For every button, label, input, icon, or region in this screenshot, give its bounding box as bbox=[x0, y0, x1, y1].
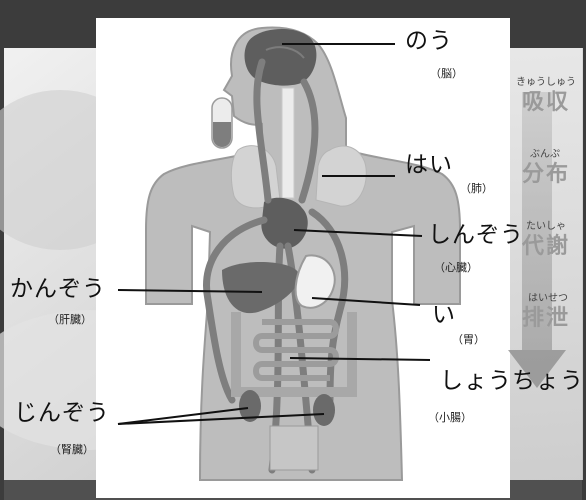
process-excretion: 排泄 bbox=[522, 308, 570, 330]
label-kidneys: じんぞう bbox=[14, 402, 110, 425]
label-lungs-kanji: （肺） bbox=[460, 183, 493, 194]
process-metabolism: 代謝 bbox=[522, 236, 570, 258]
process-absorption-ruby: きゅうしゅう bbox=[516, 78, 576, 88]
process-metabolism-ruby: たいしゃ bbox=[526, 222, 566, 232]
process-excretion-ruby: はいせつ bbox=[528, 294, 568, 304]
label-heart: しんぞう bbox=[428, 224, 524, 247]
process-distribution-ruby: ぶんぷ bbox=[530, 150, 560, 160]
label-brain-kanji: （脳） bbox=[430, 68, 463, 79]
label-lungs: はい bbox=[405, 154, 453, 177]
label-stomach: い bbox=[432, 304, 456, 327]
label-liver-kanji: （肝臓） bbox=[48, 314, 92, 325]
label-liver: かんぞう bbox=[10, 278, 106, 301]
label-stomach-kanji: （胃） bbox=[452, 334, 485, 345]
process-distribution: 分布 bbox=[522, 164, 570, 186]
kidney-right-shape bbox=[313, 394, 335, 426]
label-kidneys-kanji: （腎臓） bbox=[50, 444, 94, 455]
label-brain: のう bbox=[405, 30, 453, 53]
label-heart-kanji: （心臓） bbox=[434, 262, 478, 273]
label-small-intestine-kanji: （小腸） bbox=[428, 412, 472, 423]
capsule-icon bbox=[212, 98, 232, 148]
process-absorption: 吸収 bbox=[522, 92, 570, 114]
label-small-intestine: しょうちょう bbox=[440, 370, 584, 393]
